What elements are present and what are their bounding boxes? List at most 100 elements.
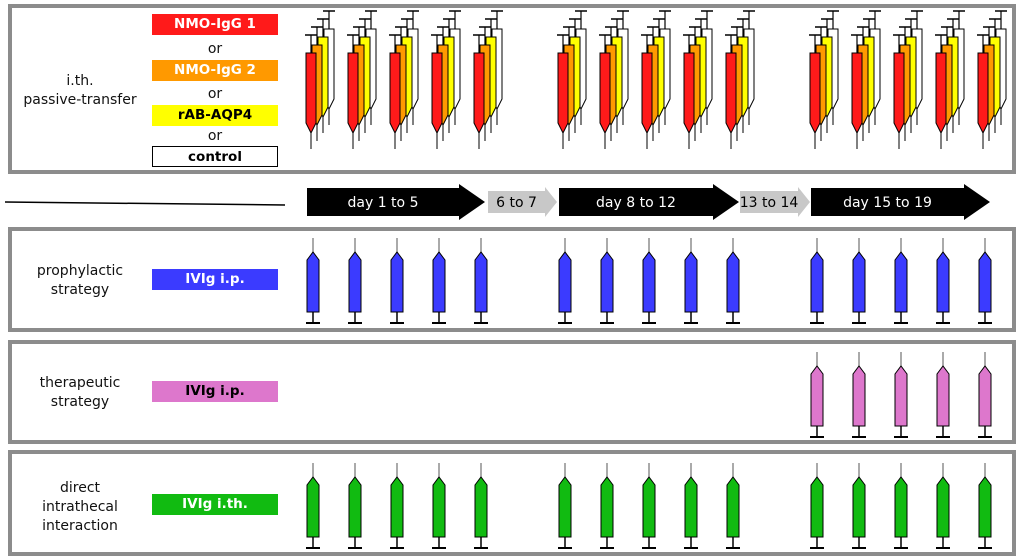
syringe-prophylactic xyxy=(348,238,362,324)
syringe-prophylactic xyxy=(936,238,950,324)
treatment-therapeutic: IVIg i.p. xyxy=(152,381,278,402)
timeline-arrow-1 xyxy=(488,187,557,217)
syringe-barrel xyxy=(557,52,569,135)
syringe-barrel xyxy=(600,251,614,313)
syringe-intrathecal xyxy=(810,463,824,549)
syringe-barrel xyxy=(474,476,488,538)
syringe-therapeutic xyxy=(852,352,866,438)
syringe-intrathecal xyxy=(894,463,908,549)
baseline-line xyxy=(4,201,286,206)
syringe-intrathecal xyxy=(348,463,362,549)
syringe-intrathecal xyxy=(432,463,446,549)
syringe-barrel xyxy=(725,52,737,135)
syringe-barrel xyxy=(432,251,446,313)
transfer-syringe xyxy=(641,34,653,149)
syringe-intrathecal xyxy=(474,463,488,549)
syringe-barrel xyxy=(558,476,572,538)
syringe-prophylactic xyxy=(684,238,698,324)
syringe-intrathecal xyxy=(936,463,950,549)
syringe-intrathecal xyxy=(978,463,992,549)
syringe-barrel xyxy=(810,365,824,427)
timeline-label-3: 13 to 14 xyxy=(740,195,799,211)
syringe-barrel xyxy=(978,476,992,538)
agent-control: control xyxy=(152,146,278,167)
syringe-barrel xyxy=(978,365,992,427)
therapeutic-label: therapeutic strategy xyxy=(39,375,121,410)
or-label: or xyxy=(207,86,223,102)
syringe-therapeutic xyxy=(810,352,824,438)
timeline-label-1: 6 to 7 xyxy=(496,195,537,211)
agent-nmo-igg-2: NMO-IgG 2 xyxy=(152,60,278,81)
syringe-barrel xyxy=(809,52,821,135)
syringe-prophylactic xyxy=(852,238,866,324)
syringe-intrathecal xyxy=(306,463,320,549)
syringe-barrel xyxy=(642,476,656,538)
treatment-intrathecal: IVIg i.th. xyxy=(152,494,278,515)
syringe-intrathecal xyxy=(390,463,404,549)
syringe-barrel xyxy=(473,52,485,135)
syringe-barrel xyxy=(642,251,656,313)
timeline-label-0: day 1 to 5 xyxy=(348,195,419,211)
syringe-barrel xyxy=(600,476,614,538)
syringe-barrel xyxy=(390,476,404,538)
agent-rab-aqp4: rAB-AQP4 xyxy=(152,105,278,126)
syringe-barrel xyxy=(432,476,446,538)
syringe-barrel xyxy=(936,365,950,427)
prophylactic-label: prophylactic strategy xyxy=(36,263,124,298)
transfer-syringe xyxy=(809,34,821,149)
syringe-barrel xyxy=(726,251,740,313)
or-label: or xyxy=(207,128,223,144)
syringe-barrel xyxy=(936,476,950,538)
transfer-syringe xyxy=(347,34,359,149)
transfer-syringe xyxy=(389,34,401,149)
passive-transfer-syringes xyxy=(305,10,1007,149)
transfer-syringe xyxy=(935,34,947,149)
agent-nmo-igg-1: NMO-IgG 1 xyxy=(152,14,278,35)
syringe-intrathecal xyxy=(852,463,866,549)
syringe-barrel xyxy=(431,52,443,135)
syringe-prophylactic xyxy=(474,238,488,324)
syringe-barrel xyxy=(306,476,320,538)
transfer-syringe xyxy=(893,34,905,149)
syringe-barrel xyxy=(893,52,905,135)
syringe-prophylactic xyxy=(558,238,572,324)
strategy-syringes xyxy=(306,238,992,549)
syringe-therapeutic xyxy=(936,352,950,438)
syringe-barrel xyxy=(978,251,992,313)
timeline-arrow-3 xyxy=(740,187,810,217)
transfer-syringe xyxy=(305,34,317,149)
timeline-arrow-4 xyxy=(811,184,990,220)
transfer-syringe xyxy=(725,34,737,149)
treatment-prophylactic: IVIg i.p. xyxy=(152,269,278,290)
transfer-syringe xyxy=(599,34,611,149)
syringe-prophylactic xyxy=(600,238,614,324)
syringe-intrathecal xyxy=(600,463,614,549)
transfer-syringe xyxy=(851,34,863,149)
syringe-intrathecal xyxy=(558,463,572,549)
syringe-prophylactic xyxy=(390,238,404,324)
syringe-barrel xyxy=(684,251,698,313)
syringe-intrathecal xyxy=(684,463,698,549)
syringe-barrel xyxy=(683,52,695,135)
syringe-barrel xyxy=(558,251,572,313)
syringe-barrel xyxy=(977,52,989,135)
syringe-prophylactic xyxy=(642,238,656,324)
syringe-prophylactic xyxy=(306,238,320,324)
syringe-barrel xyxy=(935,52,947,135)
syringe-therapeutic xyxy=(978,352,992,438)
syringe-barrel xyxy=(810,476,824,538)
syringe-barrel xyxy=(851,52,863,135)
syringe-barrel xyxy=(641,52,653,135)
transfer-syringe xyxy=(557,34,569,149)
syringe-barrel xyxy=(894,251,908,313)
timeline-label-4: day 15 to 19 xyxy=(843,195,932,211)
syringe-barrel xyxy=(684,476,698,538)
syringe-prophylactic xyxy=(432,238,446,324)
syringe-prophylactic xyxy=(726,238,740,324)
syringe-therapeutic xyxy=(894,352,908,438)
syringe-prophylactic xyxy=(810,238,824,324)
syringe-barrel xyxy=(894,476,908,538)
transfer-syringe xyxy=(431,34,443,149)
syringe-barrel xyxy=(936,251,950,313)
